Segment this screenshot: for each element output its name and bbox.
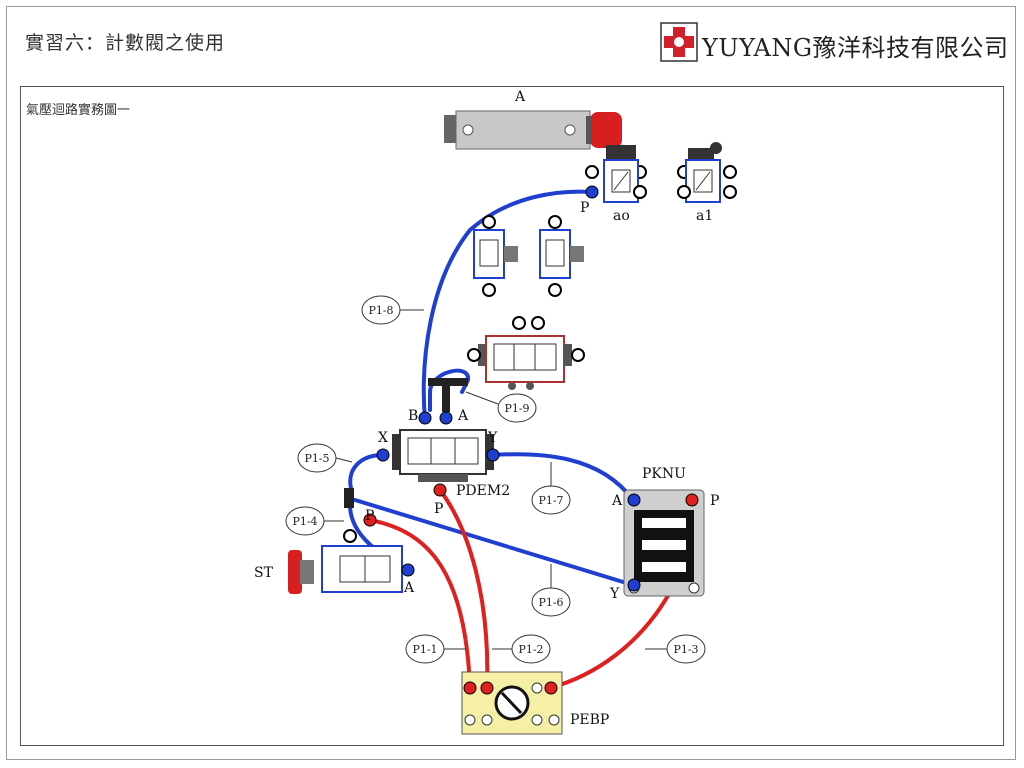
svg-text:P1-6: P1-6 — [538, 596, 563, 609]
tee-fitting — [344, 488, 354, 508]
pknu-label: PKNU — [642, 466, 686, 482]
valve-a1 — [677, 142, 737, 203]
pebp-label: PEBP — [570, 712, 609, 728]
tube-label-p1-1: P1-1 — [405, 634, 466, 664]
company-logo-icon — [660, 22, 698, 62]
pdem-port-y-label: Y — [487, 430, 498, 446]
valve-ao — [585, 145, 647, 203]
tube-p1-8 — [421, 189, 594, 422]
pknu-port-p — [685, 493, 699, 507]
pebp-port-3 — [544, 681, 558, 695]
st-port-a — [401, 563, 415, 577]
pebp-port-2 — [480, 681, 494, 695]
pebp-supply-block — [461, 671, 563, 735]
pdem-port-p-label: P — [434, 501, 443, 517]
pknu-port-p-label: P — [710, 493, 719, 509]
st-port-p — [363, 513, 377, 527]
svg-text:P1-2: P1-2 — [518, 643, 543, 656]
tube-label-p1-2: P1-2 — [492, 634, 551, 664]
company-name: YUYANG豫洋科技有限公司 — [702, 34, 1009, 62]
cylinder-a — [444, 110, 622, 150]
valve-middle-left — [473, 215, 518, 297]
pdem-port-a — [439, 411, 453, 425]
pknu-port-y-label: Y — [609, 586, 620, 602]
valve-a1-label: a1 — [696, 208, 713, 224]
tube-p1-1 — [368, 518, 472, 690]
svg-text:P1-3: P1-3 — [673, 643, 698, 656]
svg-text:P1-7: P1-7 — [538, 494, 563, 507]
st-valve — [288, 529, 403, 594]
pknu-port-a-label: A — [611, 493, 623, 509]
pdem2-valve — [392, 378, 494, 482]
tube-label-p1-3: P1-3 — [645, 634, 706, 664]
pdem-port-x — [376, 448, 390, 462]
tube-p1-5 — [348, 453, 385, 494]
tube-label-p1-5: P1-5 — [297, 443, 353, 473]
tube-p1-2 — [438, 488, 490, 690]
pdem-port-p — [433, 483, 447, 497]
tube-label-p1-9: P1-9 — [465, 391, 537, 423]
pdem-port-a-label: A — [457, 408, 469, 424]
st-port-p-label: P — [365, 508, 374, 524]
tube-p1-6 — [353, 498, 635, 587]
tube-label-p1-7: P1-7 — [531, 462, 571, 515]
ao-port-p-label: P — [580, 200, 589, 216]
pdem-port-b — [418, 411, 432, 425]
pdem2-label: PDEM2 — [456, 483, 510, 499]
cylinder-a-label: A — [514, 89, 526, 105]
valve-upper-5-2 — [467, 316, 585, 390]
tube-label-p1-8: P1-8 — [361, 295, 424, 325]
svg-text:P1-1: P1-1 — [412, 643, 437, 656]
svg-text:P1-4: P1-4 — [292, 515, 317, 528]
tube-p1-7 — [491, 452, 635, 502]
pdem-port-y — [486, 448, 500, 462]
svg-text:P1-9: P1-9 — [504, 402, 529, 415]
st-port-a-label: A — [403, 580, 415, 596]
tube-label-p1-6: P1-6 — [531, 564, 571, 617]
tube-label-p1-4: P1-4 — [285, 506, 344, 536]
pebp-port-1 — [463, 681, 477, 695]
diagram-subtitle: 氣壓迴路實務圖一 — [26, 103, 131, 118]
pdem-port-x-label: X — [378, 430, 388, 446]
pknu-port-a — [627, 493, 641, 507]
diagram-panel — [20, 86, 1004, 746]
page-title: 實習六：計數閥之使用 — [25, 32, 226, 54]
svg-text:P1-5: P1-5 — [304, 452, 329, 465]
svg-text:P1-8: P1-8 — [368, 304, 393, 317]
outer-frame — [6, 6, 1016, 760]
valve-middle-right — [539, 215, 584, 297]
pdem-port-b-label: B — [408, 408, 418, 424]
st-label: ST — [254, 565, 274, 581]
pknu-port-y — [627, 578, 641, 592]
valve-ao-label: ao — [613, 208, 630, 224]
